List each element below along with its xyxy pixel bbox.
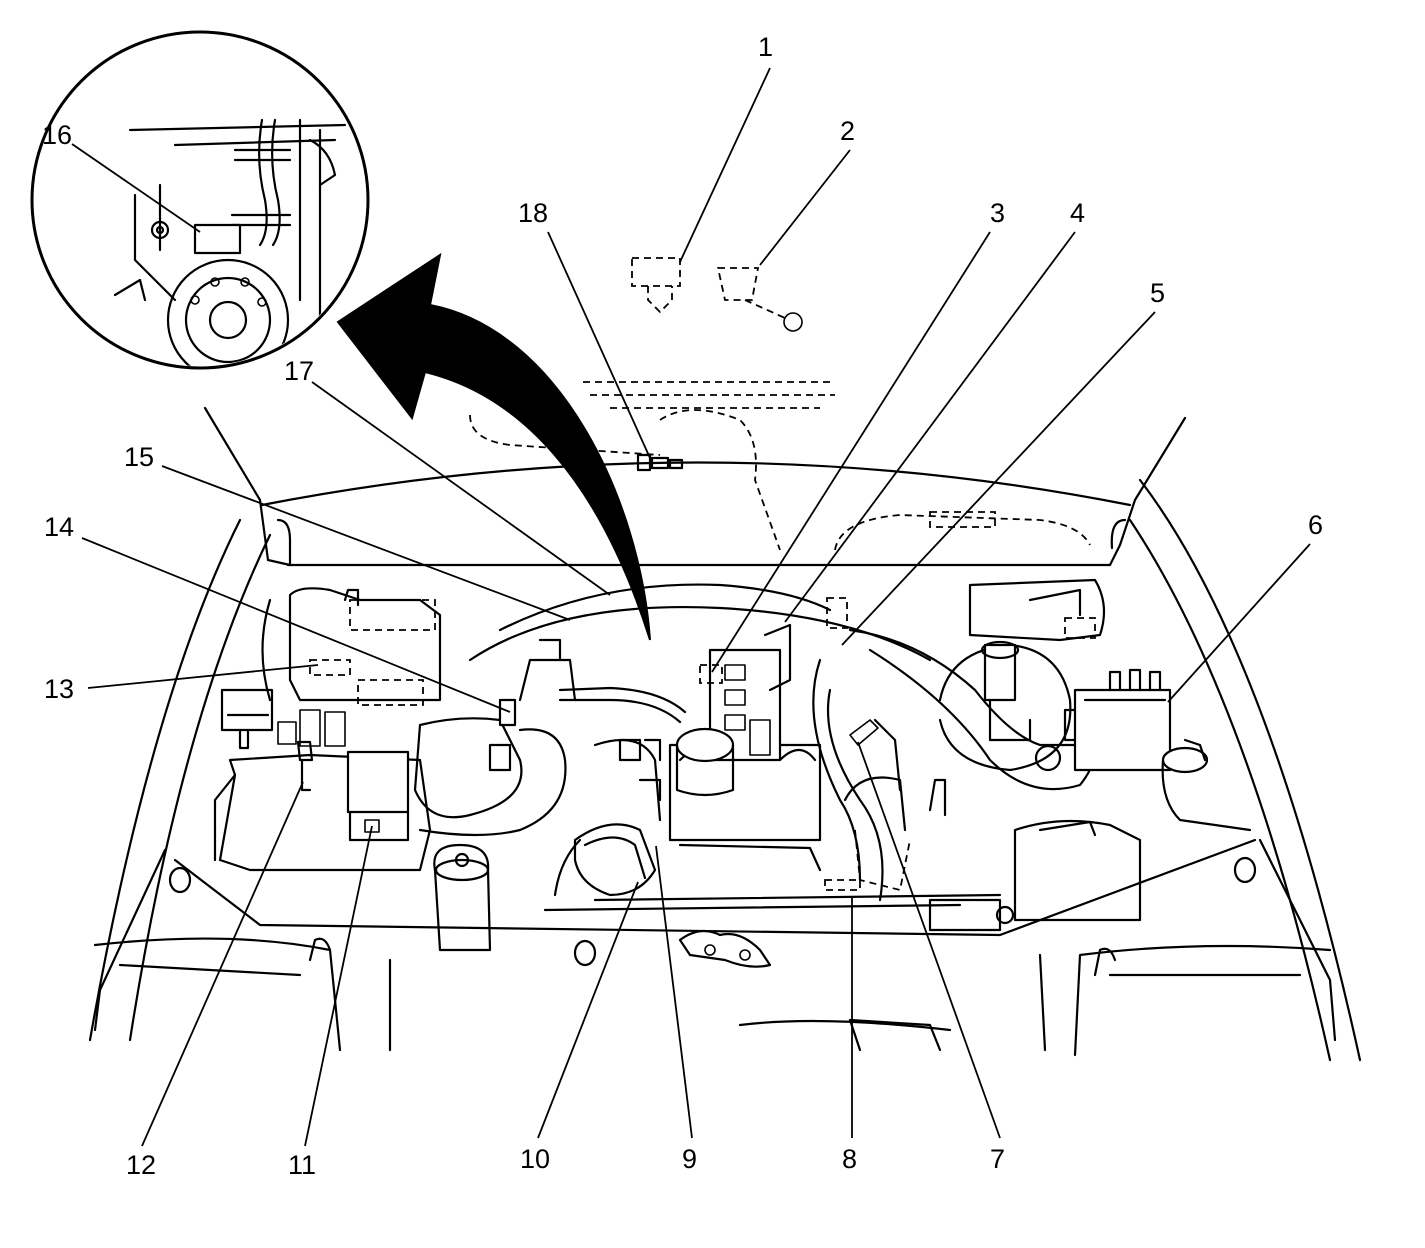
- callout-8: 8: [842, 1144, 857, 1174]
- air-intake: [413, 638, 687, 837]
- callout-7: 7: [990, 1144, 1005, 1174]
- fuse-box-area: [261, 587, 442, 706]
- detail-inset: [30, 30, 370, 370]
- engine-block: [468, 583, 932, 872]
- callout-12: 12: [126, 1150, 156, 1180]
- relay-block: [220, 688, 346, 750]
- callout-14: 14: [44, 512, 74, 542]
- callout-18: 18: [518, 198, 548, 228]
- callout-13: 13: [44, 674, 74, 704]
- underhood-fuse-block: [1063, 668, 1252, 832]
- callout-15: 15: [124, 442, 154, 472]
- callout-17: 17: [284, 356, 314, 386]
- callout-1: 1: [758, 32, 773, 62]
- callout-9: 9: [682, 1144, 697, 1174]
- callout-3: 3: [990, 198, 1005, 228]
- callout-11: 11: [288, 1150, 316, 1180]
- right-lower-hoses: [812, 658, 947, 902]
- callout-10: 10: [520, 1144, 550, 1174]
- callout-6: 6: [1308, 510, 1323, 540]
- part-18-connector: [636, 453, 684, 472]
- coolant-reservoir: [826, 511, 1106, 642]
- part-1-sensor: [631, 257, 681, 314]
- callout-labels: 1 2 3 4 5 6 7 8 9 10 11 12 13 14 15 16 1…: [42, 32, 1323, 1180]
- battery-area: [213, 740, 432, 872]
- vehicle-body-outline: [88, 406, 1362, 1062]
- callout-16: 16: [42, 120, 72, 150]
- callout-2: 2: [840, 116, 855, 146]
- part-2-sensor: [716, 267, 803, 332]
- curved-arrow: [336, 252, 651, 641]
- callout-4: 4: [1070, 198, 1085, 228]
- leader-lines: [71, 67, 1311, 1147]
- lower-hoses: [433, 819, 1142, 968]
- brake-booster: [848, 628, 1095, 791]
- callout-5: 5: [1150, 278, 1165, 308]
